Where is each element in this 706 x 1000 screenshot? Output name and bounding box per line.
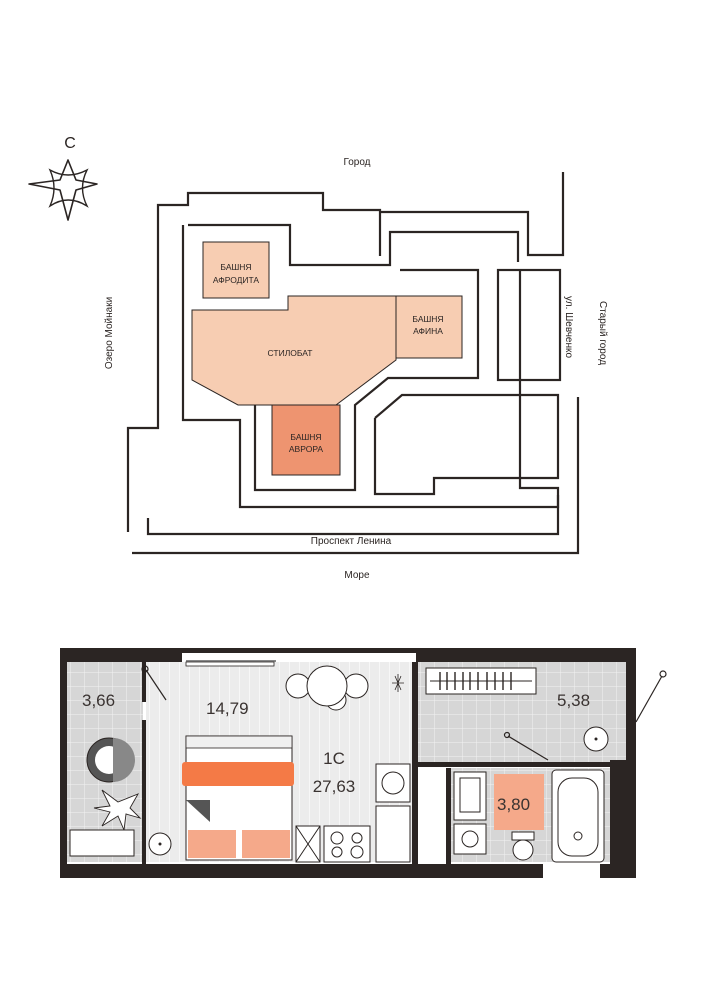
dining-set	[285, 665, 369, 711]
bathroom-area-highlight	[494, 774, 544, 830]
area-bathroom: 3,80	[497, 795, 530, 814]
sink-icon	[375, 763, 411, 803]
fridge	[375, 805, 411, 863]
svg-text:АФИНА: АФИНА	[413, 326, 443, 336]
plant-icon	[93, 789, 142, 832]
shower-icon	[503, 731, 549, 761]
bathtub-icon	[551, 769, 605, 863]
road-outlines	[126, 172, 580, 555]
toilet-icon	[511, 831, 535, 861]
building-stilobat: СТИЛОБАТ	[191, 295, 397, 406]
window-strip	[185, 661, 275, 667]
balcony-bench	[69, 829, 135, 857]
wardrobe	[425, 667, 537, 695]
bed-blanket	[182, 762, 294, 786]
label-left-lake: Озеро Мойнаки	[104, 297, 115, 369]
label-sea: Море	[344, 570, 370, 581]
site-plan: С Город Озеро Мойнаки ул. Шевченко Стары…	[28, 135, 608, 581]
area-balcony: 3,66	[82, 691, 115, 710]
label-right-oldtown: Старый город	[597, 301, 608, 365]
compass-icon	[28, 159, 98, 221]
label-avenue: Проспект Ленина	[311, 536, 392, 547]
walls	[60, 648, 636, 878]
building-afrodita: БАШНЯ АФРОДИТА	[202, 241, 270, 299]
svg-text:СТИЛОБАТ: СТИЛОБАТ	[268, 348, 313, 358]
building-afina: БАШНЯ АФИНА	[395, 295, 463, 359]
area-living: 14,79	[206, 699, 249, 718]
svg-text:БАШНЯ: БАШНЯ	[290, 432, 321, 442]
sparkle-icon	[392, 674, 404, 692]
kitchen-cabinet	[295, 825, 321, 863]
apartment-total-area: 27,63	[313, 777, 356, 796]
bathroom-sink-unit	[453, 771, 487, 855]
kitchen-strip	[420, 768, 448, 862]
area-hall: 5,38	[557, 691, 590, 710]
hall-lamp-icon	[635, 670, 667, 723]
compass-north-label: С	[64, 135, 76, 152]
balcony-lamp-icon	[141, 665, 167, 701]
svg-text:АВРОРА: АВРОРА	[289, 444, 324, 454]
label-top-city: Город	[343, 157, 370, 168]
bed	[182, 735, 294, 861]
apartment-type: 1С	[323, 749, 345, 768]
floor-plan: 3,66 14,79 5,38 3,80 1С 27,63	[60, 648, 667, 878]
stove-icon	[323, 825, 371, 863]
svg-text:БАШНЯ: БАШНЯ	[412, 314, 443, 324]
svg-text:АФРОДИТА: АФРОДИТА	[213, 275, 260, 285]
label-right-street: ул. Шевченко	[563, 296, 574, 359]
svg-text:БАШНЯ: БАШНЯ	[220, 262, 251, 272]
building-avrora: БАШНЯ АВРОРА	[271, 404, 341, 476]
